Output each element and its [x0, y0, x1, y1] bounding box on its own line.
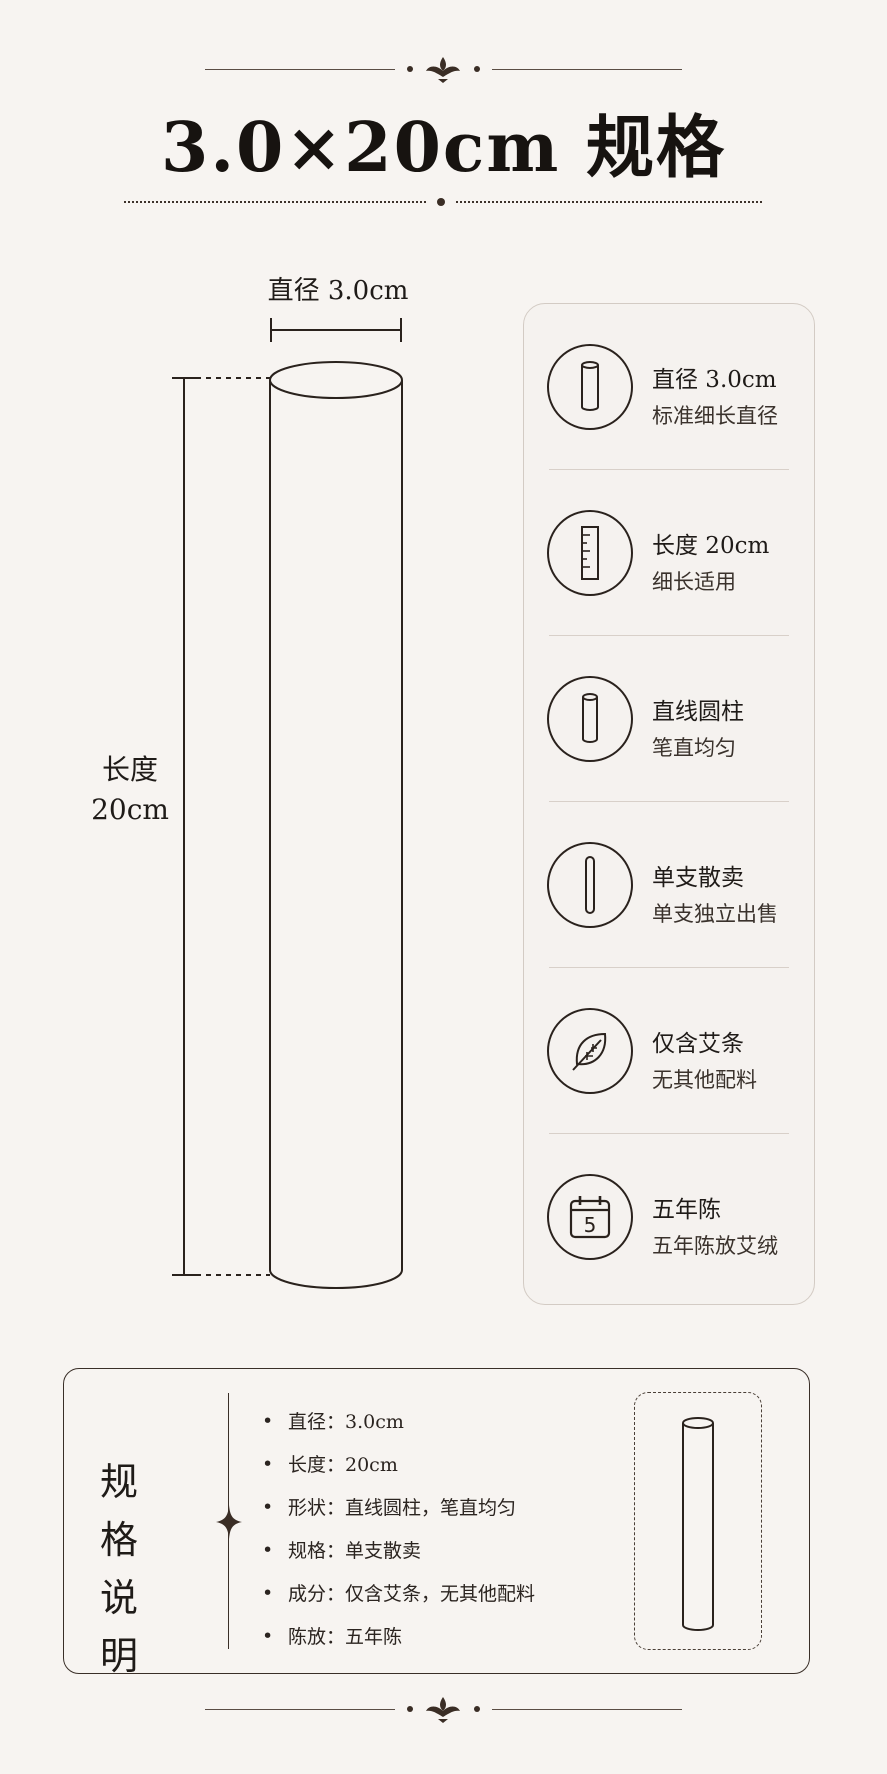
features-panel: 直径 3.0cm 标准细长直径 长度 20cm 细长适用	[523, 303, 815, 1305]
feature-subtitle: 标准细长直径	[652, 404, 778, 428]
spec-item: •规格：单支散卖	[262, 1538, 422, 1563]
calendar-icon: 5	[547, 1174, 633, 1260]
top-ornament	[0, 50, 887, 90]
cylinder-icon	[547, 676, 633, 762]
spec-item: •长度：20cm	[262, 1452, 398, 1477]
stick-thumbnail	[634, 1392, 762, 1650]
spec-item: •形状：直线圆柱，笔直均匀	[262, 1495, 517, 1520]
ruler-icon	[547, 510, 633, 596]
feature-title: 长度 20cm	[652, 533, 770, 559]
feature-title: 五年陈	[652, 1197, 721, 1223]
feature-title: 直线圆柱	[652, 699, 744, 725]
spec-heading-line1: 规 格	[100, 1460, 151, 1562]
leaf-icon	[547, 1008, 633, 1094]
feature-length: 长度 20cm 细长适用	[524, 470, 814, 636]
diamond-icon	[216, 1505, 242, 1539]
length-label-line2: 20cm	[91, 793, 169, 826]
feature-single: 单支散卖 单支独立出售	[524, 802, 814, 968]
feature-subtitle: 五年陈放艾绒	[652, 1234, 778, 1258]
feature-ingredient: 仅含艾条 无其他配料	[524, 968, 814, 1134]
spec-item: •陈放：五年陈	[262, 1624, 403, 1649]
feature-shape: 直线圆柱 笔直均匀	[524, 636, 814, 802]
feature-subtitle: 笔直均匀	[652, 736, 736, 760]
svg-text:5: 5	[584, 1213, 597, 1237]
spec-box: 规 格 说 明 •直径：3.0cm •长度：20cm •形状：直线圆柱，笔直均匀…	[63, 1368, 810, 1678]
feature-subtitle: 单支独立出售	[652, 902, 778, 926]
fleur-icon	[426, 57, 460, 83]
spec-item: •直径：3.0cm	[262, 1409, 404, 1434]
bottom-ornament	[0, 1690, 887, 1730]
cylinder-shape	[269, 361, 403, 1289]
length-label: 长度 20cm	[78, 750, 182, 830]
feature-subtitle: 无其他配料	[652, 1068, 757, 1092]
length-label-line1: 长度	[101, 753, 158, 786]
single-stick-icon	[547, 842, 633, 928]
spec-list: •直径：3.0cm •长度：20cm •形状：直线圆柱，笔直均匀 •规格：单支散…	[262, 1399, 535, 1657]
cylinder-diagram	[172, 318, 403, 1289]
spec-heading-line2: 说 明	[100, 1576, 151, 1678]
cylinder-icon	[547, 344, 633, 430]
length-dimension	[172, 377, 270, 1276]
fleur-icon	[426, 1697, 460, 1723]
feature-title: 仅含艾条	[652, 1031, 744, 1057]
spec-heading: 规 格 说 明	[100, 1453, 220, 1685]
feature-title: 直径 3.0cm	[652, 367, 777, 393]
spec-item: •成分：仅含艾条，无其他配料	[262, 1581, 536, 1606]
feature-subtitle: 细长适用	[652, 570, 736, 594]
feature-diameter: 直径 3.0cm 标准细长直径	[524, 304, 814, 470]
page-title: 3.0×20cm 规格	[161, 108, 726, 188]
feature-title: 单支散卖	[652, 865, 744, 891]
feature-aged: 5 五年陈 五年陈放艾绒	[524, 1134, 814, 1300]
diameter-label: 直径 3.0cm	[267, 276, 409, 306]
diameter-dimension	[270, 318, 402, 342]
